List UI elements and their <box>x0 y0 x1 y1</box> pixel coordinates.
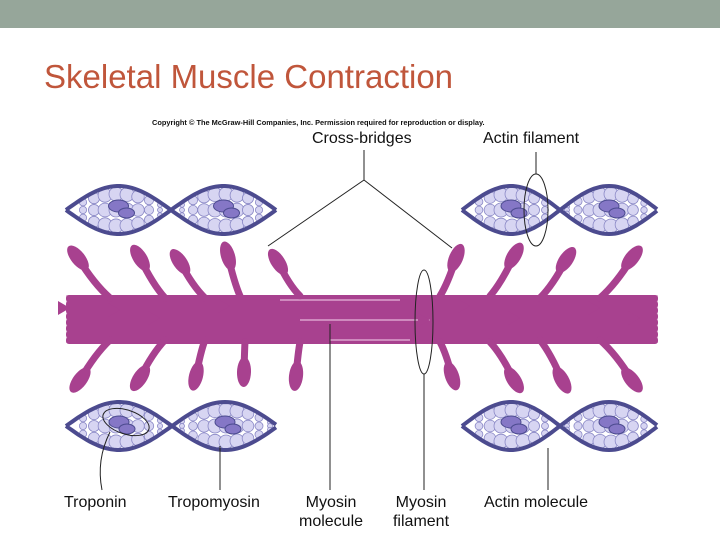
actin-molecule-bead <box>188 205 197 214</box>
actin-molecule-bead <box>641 207 648 214</box>
actin-molecule-bead <box>180 424 185 429</box>
cross-bridge-head-lower <box>287 360 304 391</box>
cross-bridge-head-upper <box>444 241 469 274</box>
actin-molecule-bead <box>255 206 262 213</box>
actin-filament <box>462 402 657 450</box>
actin-molecule-bead <box>528 420 539 431</box>
cross-bridge-head-upper <box>217 240 239 273</box>
label-cross-bridges: Cross-bridges <box>312 129 412 148</box>
actin-molecule-bead <box>242 420 254 432</box>
actin-molecule-bead <box>628 421 639 432</box>
myosin-filament-graphic <box>58 240 658 397</box>
troponin-complex <box>119 424 135 434</box>
actin-molecule-bead <box>157 423 162 428</box>
troponin-complex <box>119 208 135 218</box>
actin-molecule-bead <box>574 206 582 214</box>
label-myosin-filament: Myosin filament <box>386 493 456 531</box>
actin-molecule-bead <box>641 423 648 430</box>
actin-molecule-bead <box>574 422 582 430</box>
cross-bridge-head-lower <box>549 363 576 396</box>
label-actin-filament: Actin filament <box>483 129 579 148</box>
label-myosin-molecule-line1: Myosin <box>293 493 369 512</box>
actin-molecule-bead <box>475 422 483 430</box>
label-myosin-filament-line2: filament <box>386 512 456 531</box>
actin-molecule-bead <box>79 422 86 429</box>
troponin-complex <box>224 208 240 218</box>
troponin-complex <box>609 424 625 434</box>
label-myosin-molecule-line2: molecule <box>293 512 369 531</box>
actin-molecule-bead <box>158 208 163 213</box>
actin-molecule-bead <box>79 206 86 213</box>
actin-molecule-bead <box>255 422 263 430</box>
cross-bridge-head-lower <box>440 360 463 393</box>
cross-bridge-head-upper <box>500 240 527 273</box>
troponin-complex <box>511 424 527 434</box>
leader-cross-bridges <box>364 180 452 248</box>
actin-molecule-bead <box>528 204 539 215</box>
label-actin-molecule: Actin molecule <box>484 493 588 512</box>
actin-molecule-bead <box>542 207 549 214</box>
cross-bridge-head-lower <box>186 360 207 392</box>
actin-filament <box>462 186 657 234</box>
leader-cross-bridges <box>268 150 364 246</box>
label-myosin-molecule: Myosin molecule <box>293 493 369 531</box>
actin-molecule-bead <box>542 423 549 430</box>
actin-molecule-bead <box>242 204 253 215</box>
actin-molecule-bead <box>475 206 483 214</box>
actin-molecule-bead <box>180 208 185 213</box>
label-myosin-filament-line1: Myosin <box>386 493 456 512</box>
actin-molecule-bead <box>628 205 639 216</box>
actin-molecule-bead <box>144 205 153 214</box>
troponin-complex <box>609 208 625 218</box>
actin-molecule-bead <box>189 422 198 431</box>
troponin-complex <box>225 424 241 434</box>
cross-bridge-head-lower <box>237 357 252 387</box>
label-troponin: Troponin <box>64 493 127 512</box>
label-tropomyosin: Tropomyosin <box>168 493 260 512</box>
actin-filament <box>66 186 276 234</box>
actin-filament <box>66 402 276 450</box>
